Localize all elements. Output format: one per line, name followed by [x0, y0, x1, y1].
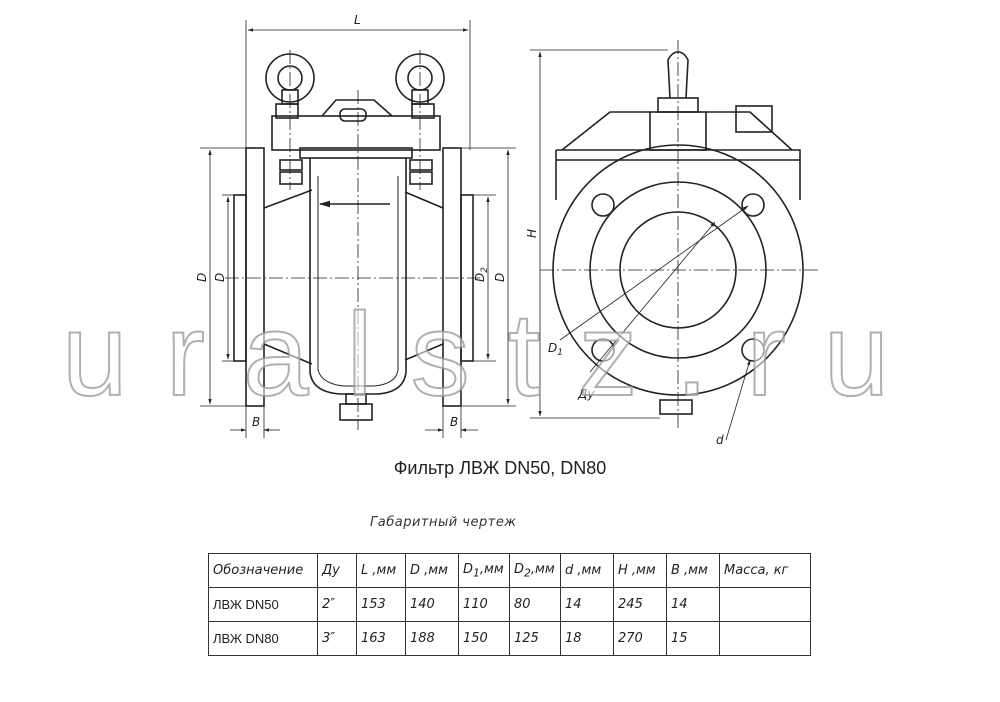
col-b: B ,мм [666, 553, 720, 588]
filter-lid [299, 147, 413, 159]
side-drain-plug [659, 399, 693, 415]
bolt-hole [591, 338, 615, 362]
cell-d1: 150 [458, 621, 510, 656]
cell-small-d: 18 [560, 621, 614, 656]
table-row: ЛВЖ DN80 3″ 163 188 150 125 18 270 15 [208, 621, 811, 656]
cell-d: 140 [405, 587, 459, 622]
dim-Dy [589, 221, 716, 373]
cell-dy: 2″ [317, 587, 357, 622]
cell-l: 153 [356, 587, 406, 622]
bolt-hole [741, 193, 765, 217]
side-view [540, 40, 820, 430]
drain-plug [339, 403, 373, 421]
col-l: L ,мм [356, 553, 406, 588]
lid-handle [339, 108, 367, 122]
cell-mass [719, 621, 811, 656]
label-D-right: D [493, 273, 507, 282]
side-dimension-labels: H D1 Ду d [525, 229, 724, 447]
label-L: L [354, 13, 361, 27]
cell-small-d: 14 [560, 587, 614, 622]
cell-mass [719, 587, 811, 622]
cell-dy: 3″ [317, 621, 357, 656]
technical-drawing: L D D D2 D B B H [195, 13, 820, 447]
label-B-right: B [450, 415, 458, 429]
cell-designation: ЛВЖ DN80 [208, 621, 318, 656]
label-Dy: Ду [577, 387, 595, 401]
label-d: d [716, 433, 724, 447]
col-d2: D2,мм [509, 553, 561, 588]
side-dimensions [530, 49, 751, 441]
col-small-d: d ,мм [560, 553, 614, 588]
body-taper [263, 189, 444, 365]
cell-h: 270 [613, 621, 667, 656]
cell-d1: 110 [458, 587, 510, 622]
label-B-left: B [252, 415, 260, 429]
specification-table: Обозначение Ду L ,мм D ,мм D1,мм D2,мм d… [208, 553, 811, 656]
col-mass: Масса, кг [719, 553, 811, 588]
front-dimensions [200, 20, 516, 438]
cell-designation: ЛВЖ DN50 [208, 587, 318, 622]
cell-b: 15 [666, 621, 720, 656]
label-H: H [525, 229, 539, 238]
dim-d [725, 359, 751, 441]
col-h: H ,мм [613, 553, 667, 588]
cell-d2: 125 [509, 621, 561, 656]
bolt-hole [591, 193, 615, 217]
left-flange [245, 147, 265, 407]
label-D-outer: D [195, 273, 209, 282]
front-view [225, 50, 480, 430]
label-D2: D2 [473, 267, 490, 282]
col-d1: D1,мм [458, 553, 510, 588]
col-d: D ,мм [405, 553, 459, 588]
table-header-row: Обозначение Ду L ,мм D ,мм D1,мм D2,мм d… [208, 553, 811, 588]
dim-D1 [559, 205, 749, 341]
label-D-inner: D [213, 273, 227, 282]
drawing-title: Фильтр ЛВЖ DN50, DN80 [393, 458, 607, 478]
col-dy: Ду [317, 553, 357, 588]
right-flange [442, 147, 462, 407]
front-dimension-labels: L D D D2 D B B [195, 13, 507, 429]
cell-l: 163 [356, 621, 406, 656]
cell-d2: 80 [509, 587, 561, 622]
label-D1: D1 [548, 341, 563, 358]
cell-d: 188 [405, 621, 459, 656]
col-designation: Обозначение [208, 553, 318, 588]
cell-h: 245 [613, 587, 667, 622]
bolt-hole [741, 338, 765, 362]
side-lid [561, 111, 793, 151]
drawing-subtitle: Габаритный чертеж [370, 515, 517, 530]
table-row: ЛВЖ DN50 2″ 153 140 110 80 14 245 14 [208, 587, 811, 622]
cell-b: 14 [666, 587, 720, 622]
